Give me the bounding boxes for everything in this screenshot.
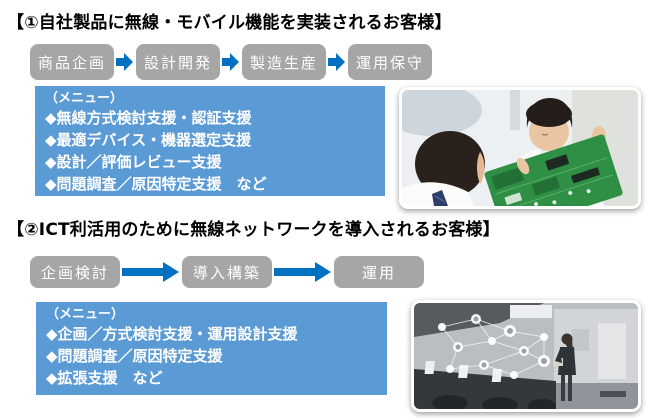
menu-header: （メニュー）	[46, 307, 125, 322]
section2-title: 【②ICT利活用のために無線ネットワークを導入されるお客様】	[7, 220, 500, 240]
arrow-right-icon	[326, 52, 348, 72]
arrow-right-icon	[114, 52, 136, 72]
photo-woman-network-room	[411, 300, 641, 412]
section1-title: 【①自社製品に無線・モバイル機能を実装されるお客様】	[7, 13, 452, 33]
flow-step-product-planning: 商品企画	[30, 44, 114, 80]
long-arrow-right-icon	[120, 261, 182, 283]
menu-item: ◆最適デバイス・機器選定支援	[45, 131, 252, 149]
long-arrow-right-icon	[272, 261, 334, 283]
flow-step-operation-maintenance: 運用保守	[348, 44, 432, 80]
section2-menu-box: （メニュー） ◆企画／方式検討支援・運用設計支援 ◆問題調査／原因特定支援 ◆拡…	[36, 302, 387, 395]
arrow-right-icon	[220, 52, 242, 72]
flow-step-deployment: 導入構築	[182, 256, 272, 288]
menu-item: ◆問題調査／原因特定支援 など	[45, 175, 267, 193]
menu-item: ◆無線方式検討支援・認証支援	[45, 109, 252, 127]
section1-flow: 商品企画 設計開発 製造生産 運用保守	[30, 44, 432, 80]
menu-item: ◆問題調査／原因特定支援	[46, 347, 223, 365]
menu-header: （メニュー）	[45, 91, 124, 106]
flow-step-design-development: 設計開発	[136, 44, 220, 80]
flow-step-planning-study: 企画検討	[30, 256, 120, 288]
section1-menu-box: （メニュー） ◆無線方式検討支援・認証支援 ◆最適デバイス・機器選定支援 ◆設計…	[35, 86, 385, 196]
menu-item: ◆拡張支援 など	[46, 369, 163, 387]
flow-step-manufacturing: 製造生産	[242, 44, 326, 80]
menu-item: ◆設計／評価レビュー支援	[45, 153, 222, 171]
photo-woman-network-illustration	[414, 303, 638, 409]
menu-item: ◆企画／方式検討支援・運用設計支援	[46, 325, 298, 343]
section2-flow: 企画検討 導入構築 運用	[30, 256, 424, 288]
photo-engineers-circuit-board-illustration	[402, 90, 638, 206]
photo-engineers-circuit-board	[399, 87, 641, 209]
flow-step-operation: 運用	[334, 256, 424, 288]
